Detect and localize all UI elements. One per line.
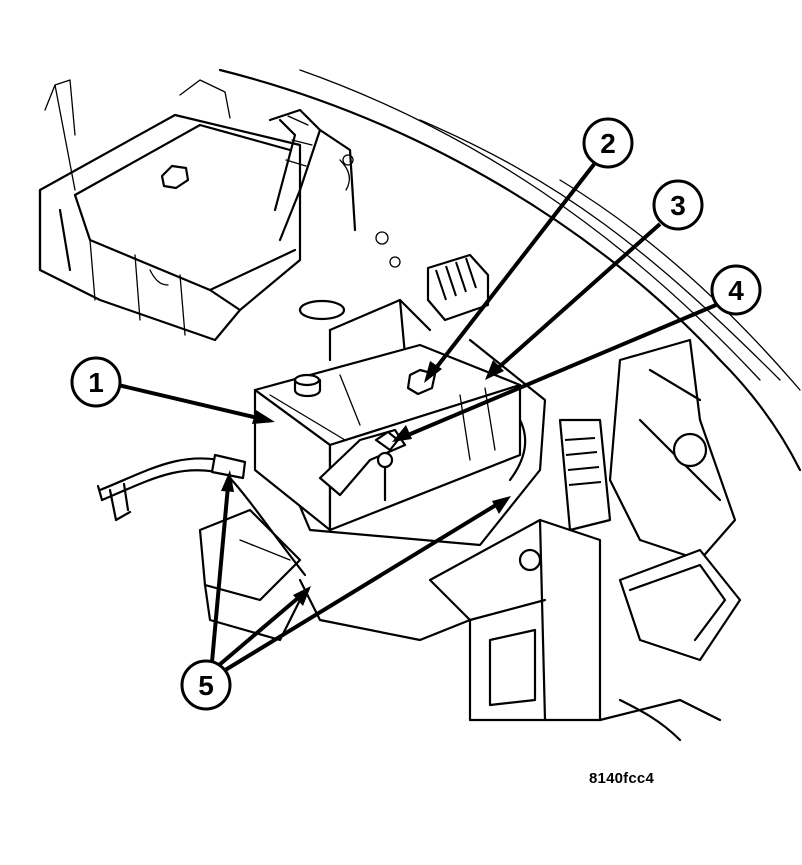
callout-label: 2 xyxy=(600,128,616,159)
callout-3: 3 xyxy=(652,179,704,231)
callout-2: 2 xyxy=(582,117,634,169)
upper-relay-block xyxy=(426,253,490,322)
callout-5: 5 xyxy=(180,659,232,711)
fender-outline xyxy=(218,68,802,472)
hold-down-clamp xyxy=(318,428,407,502)
leader-lines xyxy=(117,161,717,674)
figure-id: 8140fcc4 xyxy=(589,770,654,787)
battery-tray xyxy=(253,298,547,547)
callout-label: 5 xyxy=(198,670,214,701)
callout-label: 3 xyxy=(670,190,686,221)
callout-1: 1 xyxy=(70,356,122,408)
wiring-harness xyxy=(268,108,401,268)
callout-label: 1 xyxy=(88,367,104,398)
callout-4: 4 xyxy=(710,264,762,316)
air-cleaner-housing xyxy=(38,79,302,342)
radiator-support xyxy=(428,338,742,742)
cable-and-bracket xyxy=(96,453,472,642)
battery xyxy=(253,343,522,532)
callout-label: 4 xyxy=(728,275,744,306)
